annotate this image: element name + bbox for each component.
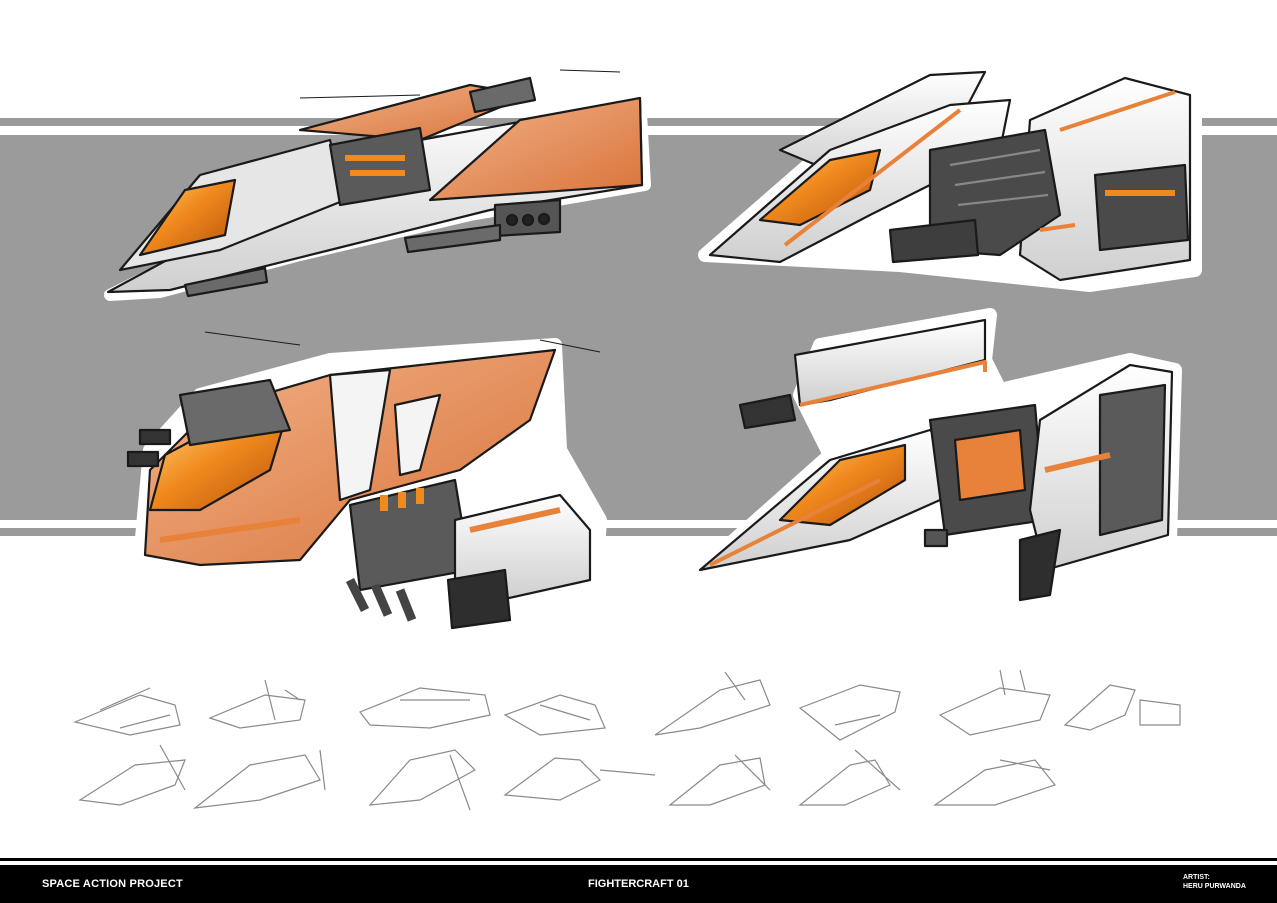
- thumbnail-sketch: [368, 749, 476, 811]
- thumbnail-sketch: [78, 744, 186, 806]
- thumbnail-sketch: [668, 754, 771, 806]
- thumbnail-sketch: [359, 687, 491, 729]
- thumbnail-sketch: [798, 749, 901, 806]
- footer-rule: [0, 858, 1277, 861]
- thumbnail-sketch: [798, 684, 901, 741]
- thumbnail-sketch: [503, 694, 606, 736]
- thumbnail-sketches: [73, 669, 1181, 811]
- sheet-title: FIGHTERCRAFT 01: [588, 878, 689, 890]
- thumbnail-sketch: [73, 687, 181, 736]
- thumbnail-sketch: [1063, 684, 1181, 731]
- fighter-ship-3: [126, 331, 607, 632]
- fighter-ship-1: [104, 69, 651, 301]
- artist-name: HERU PURWANDA: [1183, 883, 1246, 890]
- fighter-ship-4: [688, 308, 1182, 607]
- thumbnail-sketch: [654, 671, 771, 736]
- thumbnail-sketch: [208, 679, 306, 729]
- sheet-footer: SPACE ACTION PROJECT FIGHTERCRAFT 01 ART…: [0, 865, 1277, 903]
- artist-label: ARTIST:: [1183, 874, 1210, 881]
- thumbnail-sketch: [503, 757, 656, 801]
- band-bottom-stripe: [0, 528, 1277, 536]
- thumbnail-sketch: [933, 759, 1057, 806]
- thumbnail-sketch: [938, 669, 1051, 736]
- thumbnail-sketch: [192, 749, 326, 809]
- artist-credit: ARTIST: HERU PURWANDA: [1183, 873, 1246, 891]
- fighter-ship-2: [698, 68, 1202, 292]
- project-label: SPACE ACTION PROJECT: [42, 878, 183, 890]
